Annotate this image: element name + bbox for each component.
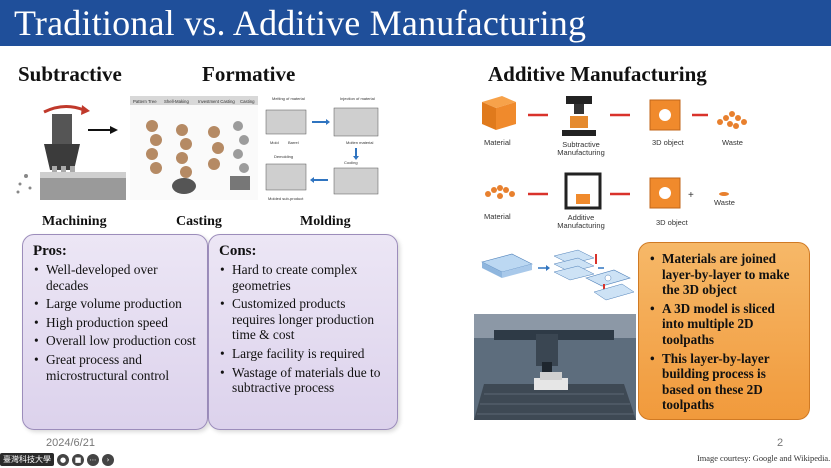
molding-label-3: Barrel	[288, 140, 299, 145]
printer-photo	[474, 314, 636, 420]
machining-caption: Machining	[42, 214, 107, 229]
molding-label-6: Cooling	[344, 160, 358, 165]
casting-header-2: Investment Casting	[198, 99, 235, 104]
molding-label-4: Molten material	[346, 140, 373, 145]
molding-label-7: Molded sub-product	[268, 196, 304, 201]
pros-list: Well-developed over decades Large volume…	[33, 262, 197, 383]
additive-points-list: Materials are joined layer-by-layer to m…	[649, 251, 799, 413]
flow-row2-waste: Waste	[714, 198, 735, 207]
pros-heading: Pros:	[33, 243, 67, 259]
flow-row1-process: Subtractive Manufacturing	[557, 140, 605, 157]
additive-heading: Additive Manufacturing	[488, 62, 707, 86]
casting-image: Pattern Tree Shell-Making Investment Cas…	[130, 96, 258, 200]
subtractive-heading: Subtractive	[18, 62, 122, 86]
flow-row1-waste: Waste	[722, 138, 743, 147]
flow-row2-process: Additive Manufacturing	[557, 213, 605, 230]
additive-point: Materials are joined layer-by-layer to m…	[649, 251, 799, 298]
molding-label-5: Demolding	[274, 154, 293, 159]
svg-text:+: +	[688, 190, 694, 201]
video-icon[interactable]: ■	[72, 453, 84, 466]
flow-row1-material: Material	[484, 138, 511, 147]
additive-points-box: Materials are joined layer-by-layer to m…	[638, 242, 810, 420]
molding-caption: Molding	[300, 214, 351, 229]
molding-label-0: Melting of material	[272, 96, 305, 101]
cons-item: Wastage of materials due to subtractive …	[219, 365, 387, 396]
slicing-illustration	[478, 248, 634, 304]
pros-item: Well-developed over decades	[33, 262, 197, 293]
casting-caption: Casting	[176, 214, 222, 229]
cons-item: Hard to create complex geometries	[219, 262, 387, 293]
slide-date: 2024/6/21	[46, 437, 95, 449]
casting-header-1: Shell-Making	[164, 99, 189, 104]
machining-image	[14, 92, 126, 200]
molding-label-1: Injection of material	[340, 96, 375, 101]
cons-item: Large facility is required	[219, 346, 387, 362]
pros-item: Overall low production cost	[33, 333, 197, 349]
title-bar: Traditional vs. Additive Manufacturing	[0, 0, 831, 46]
casting-header-0: Pattern Tree	[133, 99, 157, 104]
additive-point: This layer-by-layer building process is …	[649, 351, 799, 413]
cons-heading: Cons:	[219, 243, 257, 259]
player-controls: 臺灣科技大學 ● ■ ⋯ ›	[0, 451, 114, 468]
casting-header-3: Casting	[240, 99, 255, 104]
pros-item: Great process and microstructural contro…	[33, 352, 197, 383]
flow-row2-object: 3D object	[656, 218, 688, 227]
next-icon[interactable]: ›	[102, 453, 114, 466]
image-courtesy: Image courtesy: Google and Wikipedia.	[697, 454, 831, 463]
pros-box: Pros: Well-developed over decades Large …	[22, 234, 208, 430]
channel-tag: 臺灣科技大學	[0, 453, 54, 466]
flow-row1-object: 3D object	[652, 138, 684, 147]
pros-item: Large volume production	[33, 296, 197, 312]
cons-item: Customized products requires longer prod…	[219, 296, 387, 343]
molding-image: Melting of material Injection of materia…	[262, 94, 382, 204]
flow-row2-material: Material	[484, 212, 511, 221]
slide-page-number: 2	[777, 437, 784, 449]
cons-list: Hard to create complex geometries Custom…	[219, 262, 387, 396]
additive-point: A 3D model is sliced into multiple 2D to…	[649, 301, 799, 348]
additive-flow-diagram: +	[470, 90, 770, 240]
cons-box: Cons: Hard to create complex geometries …	[208, 234, 398, 430]
formative-heading: Formative	[202, 62, 296, 86]
pros-item: High production speed	[33, 315, 197, 331]
slide-title: Traditional vs. Additive Manufacturing	[14, 3, 587, 43]
molding-label-2: Mold	[270, 140, 279, 145]
mic-icon[interactable]: ●	[57, 453, 69, 466]
more-icon[interactable]: ⋯	[87, 453, 99, 466]
